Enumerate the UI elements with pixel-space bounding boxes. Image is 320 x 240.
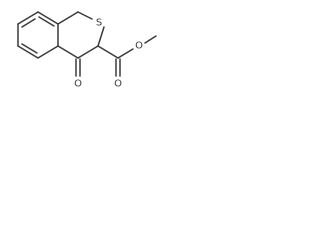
bond-ar2-ch2 [57,11,79,25]
bond-oxygen-methyl [144,35,157,44]
molecule-structure-diagram: S O O O [17,11,157,90]
bond-ester-carbon-oxygen [117,48,134,59]
bond-c3-c4 [77,45,99,59]
bond-s-c3 [97,26,105,47]
bond-ar3-ar4 [37,45,59,59]
bond-ar4-ar5 [17,45,39,59]
double-bond-inner-3 [21,18,36,28]
ester-oxygen-label: O [135,41,143,52]
double-bond-inner-1 [38,16,55,27]
ketone-group [75,58,81,77]
ketone-oxygen-label: O [74,79,82,90]
bond-c4-ar3 [57,45,79,59]
bond-ar6-ar1 [17,11,39,25]
benzene-ring [17,11,59,59]
ester-carbonyl-oxygen-label: O [114,79,122,90]
bond-c3-ester-carbon [97,45,119,59]
double-bond-inner-2 [21,43,38,54]
ester-group [97,35,157,77]
sulfur-label: S [96,18,102,29]
bond-ar1-ar2 [37,11,59,25]
thiopyran-ring [57,11,105,59]
bond-ch2-s [77,11,93,20]
